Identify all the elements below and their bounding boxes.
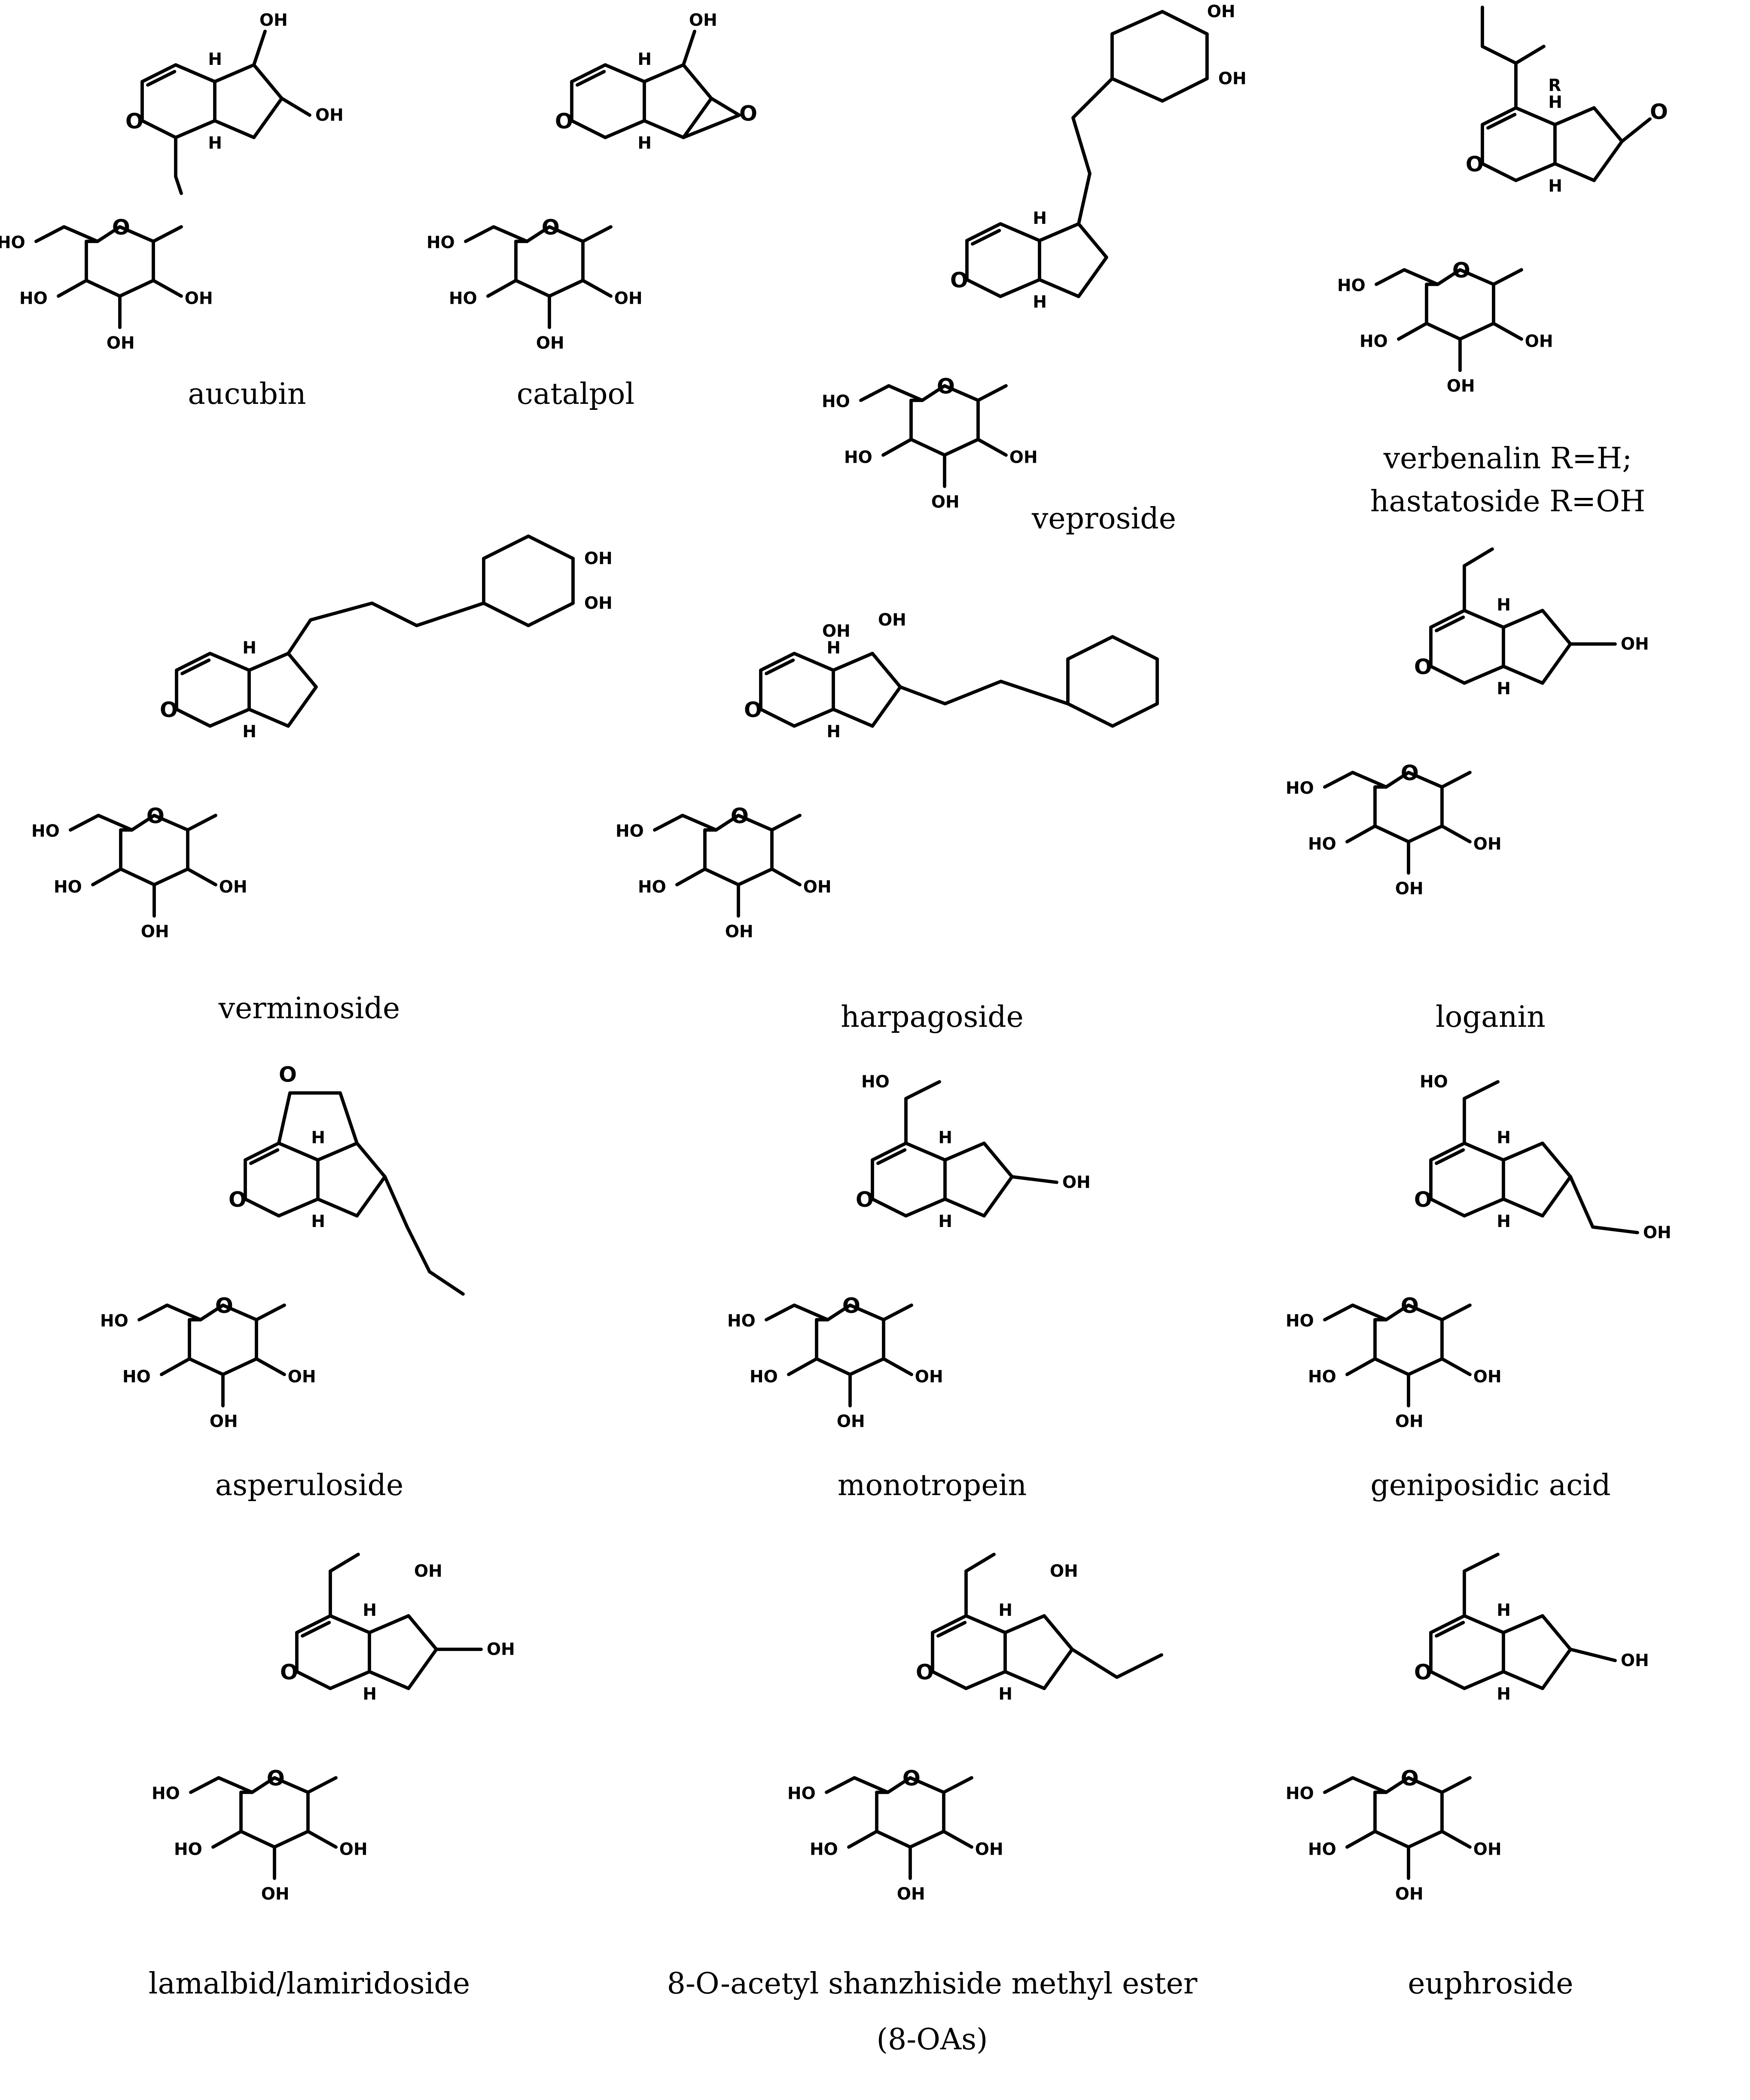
- svg-text:OH: OH: [315, 106, 344, 125]
- svg-text:OH: OH: [259, 11, 288, 30]
- label-8-oas-abbrev: (8-OAs): [876, 2023, 988, 2057]
- label-loganin: loganin: [1436, 1000, 1546, 1034]
- svg-text:OH: OH: [1621, 1651, 1649, 1670]
- label-verbenalin: verbenalin R=H;: [1383, 442, 1632, 476]
- svg-text:O: O: [739, 101, 757, 126]
- structure-lamalbid: OH OH: [152, 1553, 515, 1904]
- svg-text:OH: OH: [584, 549, 613, 568]
- structure-geniposidic-acid: HO OH: [1286, 1072, 1671, 1431]
- svg-text:OH: OH: [1621, 635, 1649, 654]
- structure-verminoside: OH OH: [31, 534, 613, 941]
- svg-text:OH: OH: [414, 1562, 442, 1581]
- label-catalpol: catalpol: [517, 377, 634, 411]
- label-geniposidic-acid: geniposidic acid: [1370, 1468, 1610, 1502]
- structure-catalpol: OH O: [427, 11, 757, 353]
- svg-text:R: R: [1548, 76, 1561, 95]
- svg-text:HO: HO: [861, 1072, 890, 1092]
- label-aucubin: aucubin: [188, 377, 306, 411]
- structure-euphroside: OH: [1286, 1553, 1649, 1904]
- svg-text:OH: OH: [1050, 1562, 1078, 1581]
- label-lamalbid: lamalbid/lamiridoside: [149, 1967, 470, 2001]
- svg-text:OH: OH: [584, 594, 613, 613]
- svg-text:O: O: [1650, 99, 1668, 124]
- svg-text:HO: HO: [1420, 1072, 1448, 1092]
- structure-loganin: OH: [1286, 547, 1649, 898]
- label-hastatoside: hastatoside R=OH: [1370, 485, 1646, 519]
- svg-text:OH: OH: [1218, 69, 1247, 89]
- structure-asperuloside: O: [100, 1062, 465, 1431]
- structure-aucubin: OH OH: [0, 11, 344, 353]
- structure-harpagoside: OH OH: [616, 610, 1159, 941]
- label-verminoside: verminoside: [218, 992, 400, 1026]
- label-harpagoside: harpagoside: [841, 1000, 1024, 1034]
- svg-text:OH: OH: [1062, 1173, 1091, 1192]
- structure-verbenalin: R O: [1337, 6, 1668, 396]
- svg-text:OH: OH: [487, 1640, 515, 1659]
- svg-text:OH: OH: [878, 610, 906, 630]
- label-8-oas: 8-O-acetyl shanzhiside methyl ester: [667, 1967, 1198, 2001]
- label-euphroside: euphroside: [1408, 1967, 1573, 2001]
- svg-text:OH: OH: [1643, 1223, 1671, 1242]
- structure-monotropein: HO OH: [727, 1072, 1091, 1431]
- structure-8-oas: OH: [787, 1553, 1163, 1904]
- svg-text:OH: OH: [1207, 2, 1235, 21]
- label-monotropein: monotropein: [838, 1468, 1027, 1502]
- svg-text:OH: OH: [689, 11, 717, 30]
- structure-veproside: OH OH: [822, 2, 1247, 512]
- label-veproside: veproside: [1031, 502, 1176, 536]
- svg-text:OH: OH: [822, 622, 851, 641]
- label-asperuloside: asperuloside: [215, 1468, 404, 1502]
- svg-text:O: O: [279, 1062, 297, 1087]
